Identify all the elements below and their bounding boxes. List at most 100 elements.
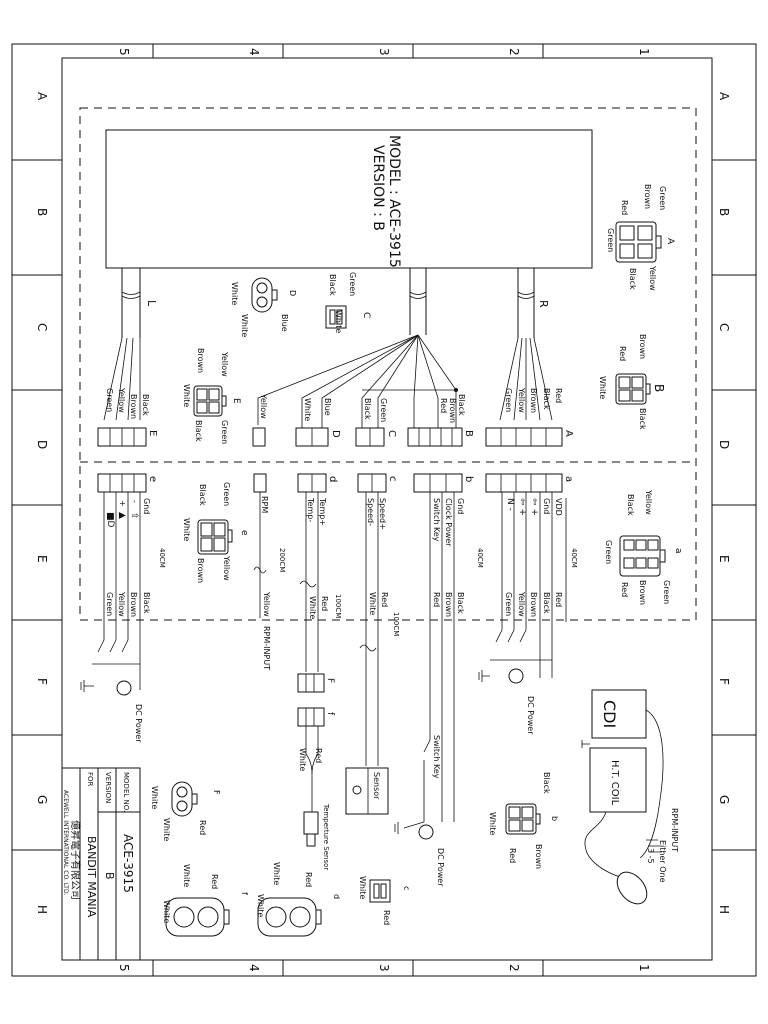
pin-f-bottom-white-1: White xyxy=(182,864,191,887)
connector-d-bottom-letter: d xyxy=(332,894,341,899)
title-for-value: BANDIT MANIA xyxy=(85,836,98,918)
col-label-bottom-1: 1 xyxy=(637,964,651,972)
connector-C-top-letter: C xyxy=(361,312,371,318)
wire-rpm-yellow: Yellow xyxy=(262,591,271,617)
title-company-en: ACEWELL INTERNATIONAL CO. LTD. xyxy=(62,790,69,896)
wire-e-brown: Brown xyxy=(129,592,138,617)
wires-right-upper xyxy=(499,337,553,421)
wire-e-black: Black xyxy=(142,592,151,614)
connector-b-bottom xyxy=(505,803,541,835)
pin-E-white: White xyxy=(182,384,191,407)
wire-A-black: Black xyxy=(542,388,551,410)
wires-d-lower xyxy=(299,492,319,672)
connector-B-top xyxy=(615,373,651,405)
connector-a-lower-letter: a xyxy=(563,476,574,482)
connector-C-top xyxy=(325,305,347,329)
connector-E-upper-letter: E xyxy=(147,430,158,436)
wire-D-white: White xyxy=(303,398,312,421)
pin-d-bottom-white-2: White xyxy=(256,894,265,917)
row-label-left-A: A xyxy=(35,92,49,101)
wire-a-yellow: Yellow xyxy=(517,591,526,617)
row-label-right-B: B xyxy=(717,208,731,216)
svg-text:▲: ▲ xyxy=(117,512,127,519)
pin-e-small-green: Green xyxy=(222,482,231,506)
col-label-top-4: 4 xyxy=(247,48,261,56)
ignition-wires xyxy=(581,709,664,879)
connector-e-small-letter: e xyxy=(239,530,249,536)
ht-coil-box xyxy=(589,747,647,813)
wires-a-lower xyxy=(490,492,553,678)
wire-d-white: White xyxy=(308,596,317,619)
pin-c-speed-plus: Speed+ xyxy=(378,498,387,530)
wire-E-brown: Brown xyxy=(129,394,138,419)
temp-wire-white: White xyxy=(298,748,307,771)
pin-E-brown: Brown xyxy=(196,348,205,373)
cdi-label: CDI xyxy=(600,700,619,728)
connector-b-bottom-letter: b xyxy=(550,816,559,821)
connector-f-mid-letter: f xyxy=(325,712,335,716)
cable-right-label: R xyxy=(537,300,550,308)
svg-text:⇦ +: ⇦ + xyxy=(529,498,539,516)
connector-A-top xyxy=(615,221,662,263)
connector-D-top-letter: D xyxy=(288,290,297,296)
connector-b-lower-letter: b xyxy=(463,476,474,482)
connector-b-lower xyxy=(413,473,463,493)
pin-C-white: White xyxy=(334,310,343,333)
row-label-left-H: H xyxy=(35,905,49,914)
pin-b-bottom-red: Red xyxy=(508,848,517,863)
cdi-box xyxy=(591,689,647,739)
module-model: MODEL : ACE-3915 xyxy=(386,135,402,268)
title-model-label: MODEL NO. xyxy=(122,772,130,812)
pin-D-white-2: White xyxy=(240,314,249,337)
wire-A-green: Green xyxy=(504,388,513,412)
pin-a-small-green-1: Green xyxy=(604,540,613,564)
wire-single-yellow: Yellow xyxy=(259,393,268,419)
connector-B-upper-letter: B xyxy=(463,430,474,437)
pin-c-bottom-red: Red xyxy=(382,910,391,925)
pin-C-black: Black xyxy=(328,274,337,296)
wire-a-green: Green xyxy=(504,592,513,616)
temp-sensor-lead xyxy=(303,726,319,847)
pin-a-gnd: Gnd xyxy=(542,498,551,514)
outer-frame xyxy=(11,43,757,977)
dc-power-e-label: DC Power xyxy=(134,704,143,743)
wire-D-blue: Blue xyxy=(323,398,332,416)
svg-text:N -: N - xyxy=(505,498,515,511)
wire-b-brown: Brown xyxy=(444,592,453,617)
either-opts-label: 3 -5 xyxy=(646,848,655,864)
connector-d-bottom xyxy=(257,897,322,937)
pin-f-bottom-white-2: White xyxy=(162,900,171,923)
wire-E-green: Green xyxy=(105,388,114,412)
pin-d-bottom-white-1: White xyxy=(272,862,281,885)
module-version: VERSION : B xyxy=(370,145,386,231)
wire-C-black: Black xyxy=(363,398,372,420)
ht-coil-label: H.T. COIL xyxy=(609,760,620,806)
either-one-label: Either One xyxy=(658,840,667,883)
spark-plug-cap xyxy=(616,871,648,905)
svg-text:⇦ +: ⇦ + xyxy=(517,498,527,516)
pin-e-symbols: ⇧ ▲ ■D xyxy=(105,512,139,528)
wire-A-brown: Brown xyxy=(529,388,538,413)
pin-e-gnd: Gnd xyxy=(142,498,151,514)
col-label-top-2: 2 xyxy=(507,48,521,56)
cable-left-label: L xyxy=(145,300,158,307)
row-label-left-E: E xyxy=(35,555,49,563)
dc-power-e-symbol xyxy=(116,680,132,696)
connector-A-top-letter: A xyxy=(665,238,675,245)
title-for-label: FOR xyxy=(86,772,94,787)
pin-a-symbols: ⇦ + ⇦ + N - xyxy=(505,498,539,516)
pin-E-yellow: Yellow xyxy=(220,351,229,377)
wire-c-white: White xyxy=(368,592,377,615)
pin-C-green: Green xyxy=(348,272,357,296)
connector-B-top-letter: B xyxy=(652,384,666,392)
row-label-right-E: E xyxy=(717,555,731,563)
pin-D-white-1: White xyxy=(230,282,239,305)
wire-b-black: Black xyxy=(456,592,465,614)
connector-F-mid xyxy=(297,673,325,693)
connector-F-bottom xyxy=(171,781,198,817)
col-label-bottom-2: 2 xyxy=(507,964,521,972)
length-a: 40CM xyxy=(570,548,578,568)
row-label-right-F: F xyxy=(717,678,731,685)
wires-b-lower xyxy=(403,492,455,829)
col-label-bottom-4: 4 xyxy=(247,964,261,972)
